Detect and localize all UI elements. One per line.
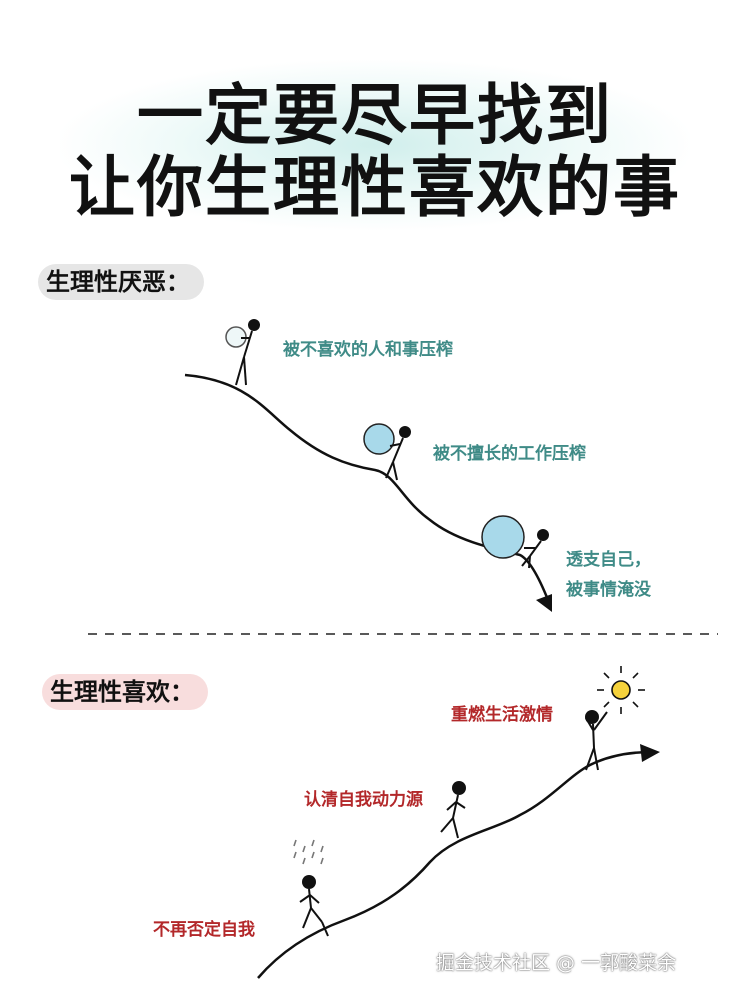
figure-cheering — [585, 710, 608, 771]
watermark: 掘金技术社区 @ 一郭酸菜余 — [436, 952, 677, 974]
section-label-aversion: 生理性厌恶： — [38, 264, 204, 300]
rain-icon — [293, 839, 324, 865]
caption-aversion-step2: 被不擅长的工作压榨 — [433, 444, 586, 464]
uphill-curve — [257, 750, 653, 979]
downhill-curve — [184, 373, 550, 601]
uphill-arrowhead — [640, 744, 660, 762]
page-title-line2: 让你生理性喜欢的事 — [69, 149, 681, 226]
figure-medium-boulder — [363, 423, 411, 481]
figure-standing — [299, 875, 329, 937]
caption-love-step3: 重燃生活激情 — [451, 705, 553, 725]
title-glow — [60, 60, 690, 230]
caption-aversion-step3-line1: 透支自己， — [566, 550, 651, 570]
figure-large-boulder — [481, 515, 549, 569]
caption-aversion-step1: 被不喜欢的人和事压榨 — [283, 340, 453, 360]
page-title-line1: 一定要尽早找到 — [137, 77, 613, 154]
figure-small-boulder — [225, 319, 260, 386]
section-label-love: 生理性喜欢： — [42, 674, 208, 710]
caption-love-step1: 不再否定自我 — [153, 920, 255, 940]
sun-icon — [597, 666, 645, 714]
downhill-arrowhead — [536, 594, 552, 612]
caption-aversion-step3-line2: 被事情淹没 — [566, 580, 651, 600]
figure-walking — [440, 781, 466, 839]
caption-love-step2: 认清自我动力源 — [304, 790, 423, 810]
